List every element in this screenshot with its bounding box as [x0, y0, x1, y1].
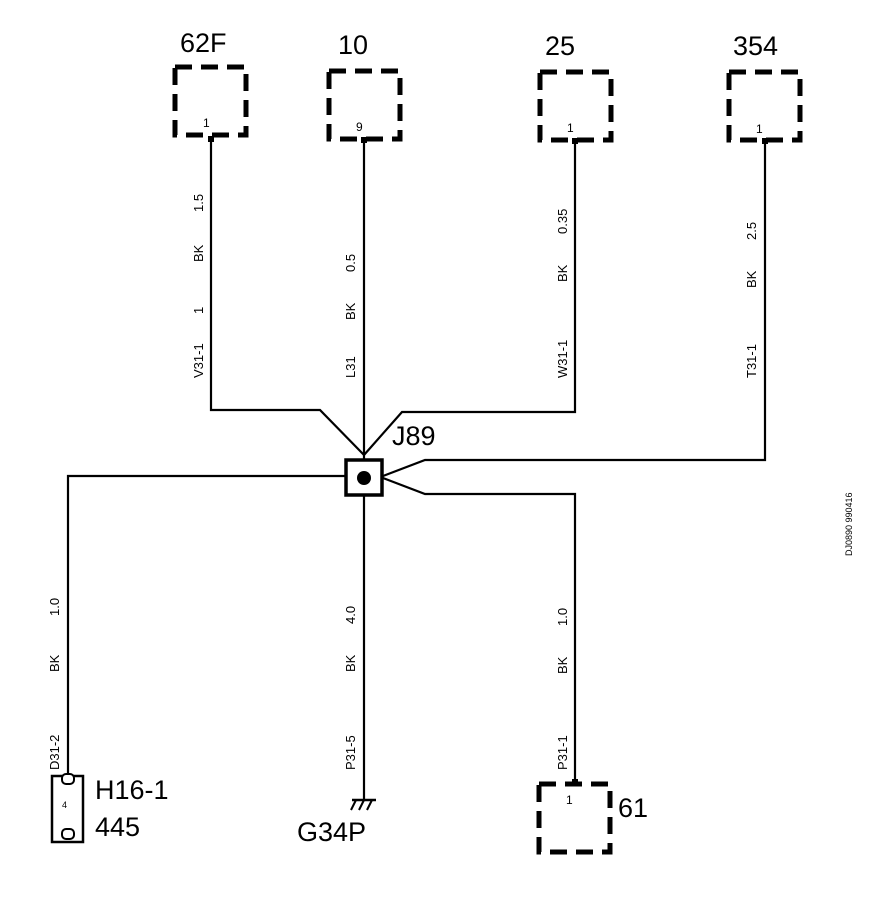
component-pin: 4 [62, 800, 67, 810]
connector-62f-box [172, 64, 249, 138]
connector-10-pin: 9 [356, 120, 363, 134]
ground-hatch-1 [350, 799, 357, 811]
ground-label: G34P [297, 817, 366, 847]
wire-d31-circuit: D31-2 [47, 735, 62, 770]
wire-t31-size: 2.5 [744, 222, 759, 240]
wire-l31-color: BK [343, 302, 358, 320]
ground-hatch-2 [358, 799, 365, 811]
wire-l31-size: 0.5 [343, 254, 358, 272]
diagram-id: DJ0890 990416 [844, 492, 854, 556]
wire-p311-color: BK [555, 656, 570, 674]
connector-62f-label: 62F [180, 28, 227, 58]
splice-dot [357, 471, 371, 485]
component-terminal-top [61, 773, 75, 785]
wire-d31-size: 1.0 [47, 598, 62, 616]
connector-62f-pin: 1 [203, 116, 210, 130]
ground-g34p[interactable]: G34P [297, 798, 376, 847]
wire-t31[interactable] [382, 138, 768, 478]
connector-10-label: 10 [338, 30, 368, 60]
connector-25-box [537, 69, 614, 143]
wire-v31-circuit: V31-1 [191, 343, 206, 378]
component-h16[interactable]: 4 H16-1 445 [50, 773, 169, 844]
wire-d31-color: BK [47, 654, 62, 672]
component-name: H16-1 [95, 775, 169, 805]
component-number: 445 [95, 812, 140, 842]
connector-25-pin: 1 [567, 121, 574, 135]
wire-w31-size: 0.35 [555, 209, 570, 234]
wire-v31[interactable] [208, 136, 365, 456]
wire-p311[interactable] [382, 476, 578, 785]
wire-v31-color: BK [191, 244, 206, 262]
wire-p315-size: 4.0 [343, 606, 358, 624]
connector-61-label: 61 [618, 793, 648, 823]
connector-61-pin: 1 [566, 793, 573, 807]
wire-l31[interactable] [361, 137, 367, 462]
connector-10-box [326, 68, 403, 142]
wire-t31-circuit: T31-1 [744, 344, 759, 378]
wire-p311-circuit: P31-1 [555, 735, 570, 770]
wire-p315-circuit: P31-5 [343, 735, 358, 770]
wire-t31-color: BK [744, 270, 759, 288]
wire-v31-pin: 1 [191, 307, 206, 314]
wire-w31-circuit: W31-1 [555, 340, 570, 378]
component-terminal-bottom [61, 828, 75, 840]
wire-w31-color: BK [555, 264, 570, 282]
connector-10[interactable]: 10 9 [326, 30, 403, 142]
wire-l31-circuit: L31 [343, 356, 358, 378]
connector-25-label: 25 [545, 31, 575, 61]
connector-354[interactable]: 354 1 [726, 31, 803, 143]
connector-354-label: 354 [733, 31, 778, 61]
connector-62f[interactable]: 62F 1 [172, 28, 249, 138]
wire-p311-size: 1.0 [555, 608, 570, 626]
connector-25[interactable]: 25 1 [537, 31, 614, 143]
ground-hatch-3 [366, 799, 373, 811]
connector-61[interactable]: 1 61 [536, 781, 648, 855]
splice-label: J89 [392, 421, 436, 451]
connector-354-box [726, 69, 803, 143]
splice-j89[interactable]: J89 [344, 421, 436, 497]
connector-61-box [536, 781, 613, 855]
wire-w31[interactable] [363, 138, 578, 456]
wire-d31[interactable] [66, 474, 345, 776]
connector-354-pin: 1 [756, 122, 763, 136]
wire-v31-size: 1.5 [191, 194, 206, 212]
wire-p315-color: BK [343, 654, 358, 672]
